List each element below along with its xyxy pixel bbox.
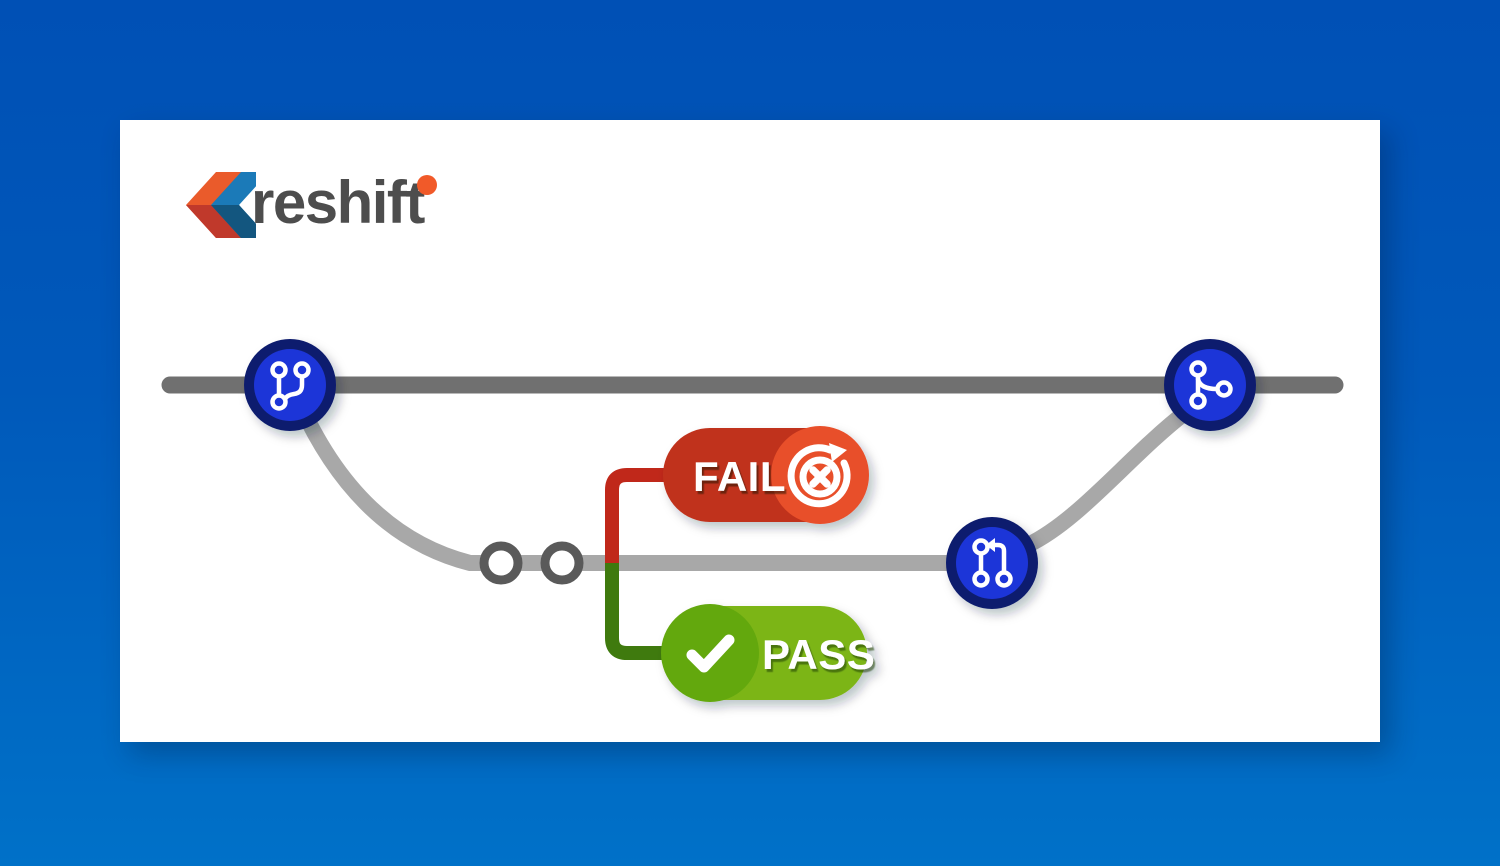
branch-line-out [292,396,478,571]
pass-badge[interactable]: PASS [661,604,875,702]
check-circle-icon [686,634,735,673]
reshift-logo: reshift [186,168,466,242]
git-branch-node[interactable] [244,339,336,431]
git-merge-node[interactable] [1164,339,1256,431]
fail-connector-line [605,468,700,563]
logo-chevron-left-bottom [186,205,244,238]
retry-fail-icon [787,443,851,508]
git-pull-request-icon [972,538,1013,588]
logo-dot-icon [417,175,437,195]
pass-badge-label: PASS [762,631,875,678]
merge-line [1020,404,1194,553]
git-branch-icon [270,361,311,411]
reshift-logo-mark [186,172,269,238]
pass-connector-line [605,563,700,660]
fail-badge-label: FAIL [693,453,786,500]
reshift-logo-text: reshift [251,169,425,236]
logo-chevron-right-bottom [211,205,269,238]
fail-badge[interactable]: FAIL [663,426,869,524]
git-pull-request-node[interactable] [946,517,1038,609]
commit-dot-1[interactable] [479,541,523,585]
commit-dot-2[interactable] [540,541,584,585]
git-merge-icon [1189,360,1233,410]
